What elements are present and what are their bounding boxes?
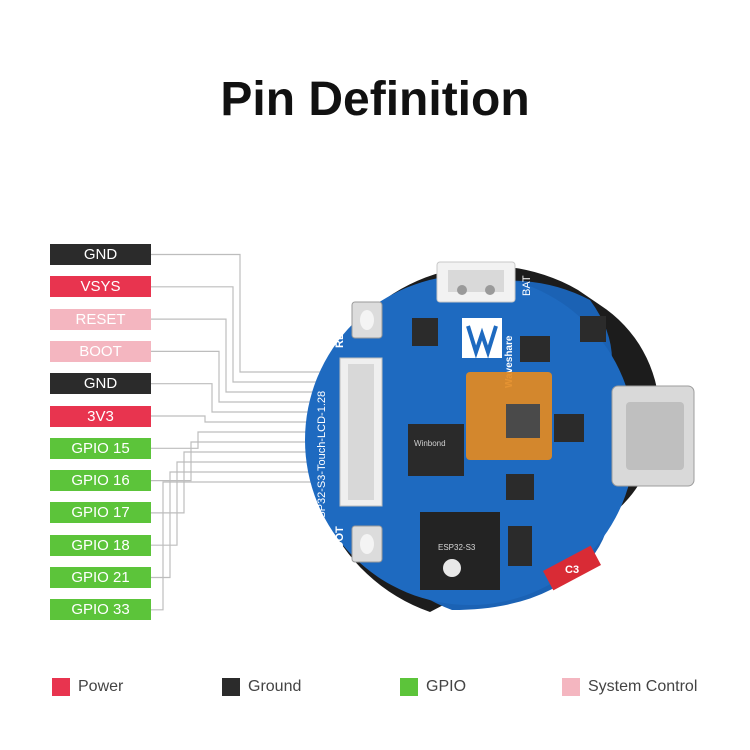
legend-item-system-control: System Control <box>562 676 697 698</box>
legend-item-power: Power <box>52 676 123 698</box>
bat-silkscreen: BAT <box>521 275 533 296</box>
legend-item-ground: Ground <box>222 676 301 698</box>
pin-label: GPIO 15 <box>50 437 151 459</box>
small-ic <box>506 474 534 500</box>
pin-label: GND <box>50 244 151 265</box>
capacitor-c3 <box>542 545 602 591</box>
small-ic <box>520 336 550 362</box>
pin-label: GPIO 21 <box>50 567 151 588</box>
legend-label: System Control <box>588 678 698 695</box>
pin-wire <box>151 253 345 373</box>
pin-label: GND <box>50 373 151 395</box>
flash-silkscreen: Winbond <box>414 439 446 448</box>
esp32-module <box>420 512 500 590</box>
pin-wire <box>151 350 345 403</box>
small-ic <box>412 318 438 346</box>
pin-wire <box>151 415 345 423</box>
touch-chip <box>466 372 552 460</box>
pin-wire <box>151 481 345 611</box>
legend-label: Power <box>78 678 124 695</box>
model-silkscreen: ESP32-S3-Touch-LCD-1.28 <box>316 391 328 526</box>
capacitor-silkscreen: C3 <box>565 564 579 576</box>
legend-swatch-power <box>52 678 70 696</box>
brand-silkscreen: Waveshare <box>504 335 515 388</box>
legend: Power Ground GPIO System Control <box>0 676 750 698</box>
reset-silkscreen: RESET <box>334 311 346 348</box>
legend-swatch-system-control <box>562 678 580 696</box>
small-ic <box>554 414 584 442</box>
page-title: Pin Definition <box>220 73 530 126</box>
flash-chip <box>408 424 464 476</box>
pin-wire <box>151 286 345 383</box>
pin-label: 3V3 <box>50 405 151 427</box>
reset-button <box>351 301 383 339</box>
pin-label: GPIO 16 <box>50 470 151 492</box>
pin-connector-lines <box>151 253 345 611</box>
legend-item-gpio: GPIO <box>400 676 466 698</box>
boot-silkscreen: BOOT <box>334 526 346 558</box>
legend-label: Ground <box>248 678 302 695</box>
pin-wire <box>151 471 345 579</box>
legend-swatch-ground <box>222 678 240 696</box>
usb-c-connector <box>611 385 695 487</box>
pin-wire <box>151 318 345 393</box>
pin-label: BOOT <box>50 340 151 362</box>
pin-label: GPIO 33 <box>50 599 151 621</box>
pin-label: GPIO 17 <box>50 502 151 524</box>
pin-label: VSYS <box>50 276 151 298</box>
fpc-connector <box>339 357 383 507</box>
boot-button <box>351 525 383 563</box>
small-ic <box>580 316 606 342</box>
battery-connector <box>436 261 516 303</box>
legend-swatch-gpio <box>400 678 418 696</box>
small-ic <box>508 526 532 566</box>
pin-label: RESET <box>50 308 151 330</box>
pin-label: GPIO 18 <box>50 534 151 556</box>
pin-wire <box>151 431 345 449</box>
pin-wire <box>151 441 345 482</box>
legend-label: GPIO <box>426 678 467 695</box>
waveshare-logo <box>462 318 502 359</box>
pin-wire <box>151 461 345 546</box>
module-silkscreen: ESP32-S3 <box>438 543 476 552</box>
pin-wire <box>151 383 345 413</box>
